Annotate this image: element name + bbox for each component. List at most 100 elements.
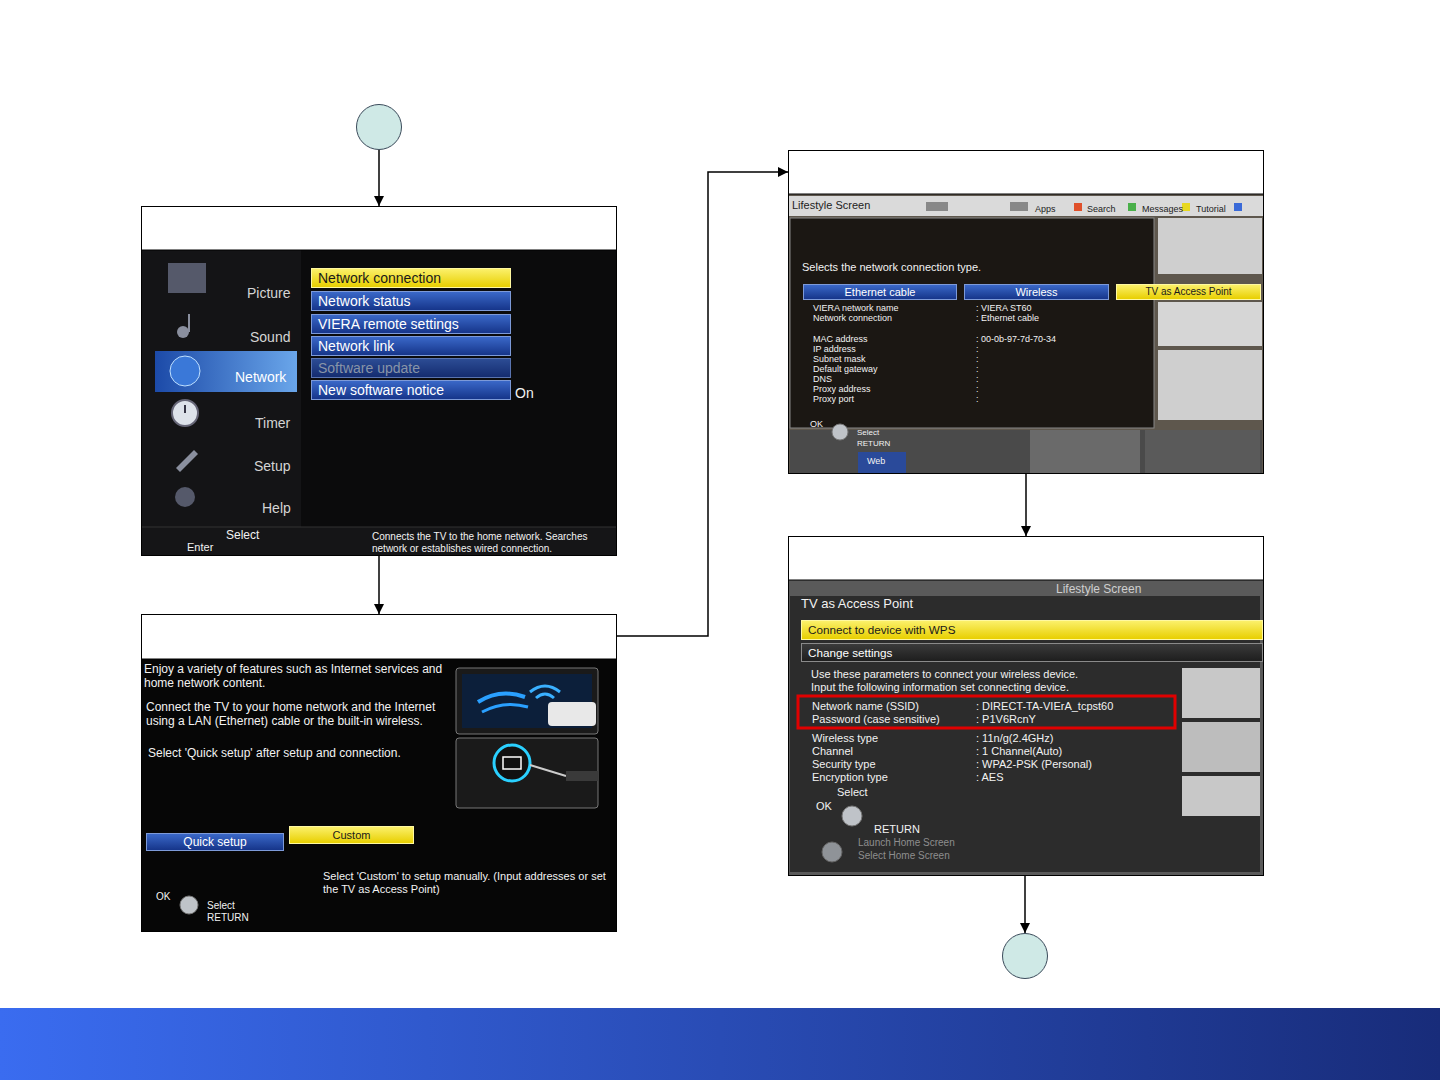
screen-text: Wireless type	[812, 732, 878, 745]
art-shape	[1030, 430, 1140, 474]
art-shape	[456, 668, 598, 734]
screen-text: Select 'Quick setup' after setup and con…	[148, 747, 401, 761]
screen-text: Apps	[1035, 204, 1056, 214]
art-shape	[1234, 203, 1242, 211]
art-shape	[1145, 430, 1260, 474]
screen-text: Messages	[1142, 204, 1183, 214]
screen-text: TV as Access Point	[801, 597, 913, 612]
screen-text: RETURN	[874, 823, 920, 836]
art-shape	[456, 738, 598, 808]
screen-text: Selects the network connection type.	[802, 261, 981, 274]
screen-text: : AES	[976, 771, 1004, 784]
screenshot-box: Lifestyle ScreenAppsSearchMessagesTutori…	[788, 150, 1264, 474]
art-shape	[926, 202, 948, 211]
screen-text: MAC address	[813, 334, 868, 344]
screen-text: :	[976, 394, 979, 404]
menu-item: Network connection	[311, 268, 511, 288]
screen-text: Enjoy a variety of features such as Inte…	[144, 663, 449, 691]
art-shape	[1182, 668, 1260, 718]
screen-text: : DIRECT-TA-VIErA_tcpst60	[976, 700, 1113, 713]
screen-text: OK	[810, 419, 823, 429]
footer-band	[0, 1008, 1440, 1080]
screen-text: On	[515, 385, 534, 401]
flow-arrow	[378, 556, 380, 614]
art-shape	[530, 686, 560, 692]
screen-text: RETURN	[207, 912, 249, 924]
screen-text: Picture	[247, 285, 291, 301]
art-shape	[141, 659, 617, 932]
screen-text: OK	[816, 800, 832, 813]
screen-text: Select	[226, 529, 259, 543]
screen-text: Connect the TV to your home network and …	[146, 701, 451, 729]
art-shape	[141, 659, 617, 660]
art-shape	[141, 250, 617, 556]
screen-text: Encryption type	[812, 771, 888, 784]
screen-text: :	[976, 364, 979, 374]
art-shape	[790, 218, 1154, 428]
screen-text: Default gateway	[813, 364, 878, 374]
screen-text: Timer	[255, 415, 290, 431]
screen-text: IP address	[813, 344, 856, 354]
screen-text: Network connection	[813, 313, 892, 323]
art-shape	[1074, 203, 1082, 211]
screenshot-box: Lifestyle Screen TV as Access PointConnec…	[788, 536, 1264, 876]
screen-text: VIERA network name	[813, 303, 899, 313]
screen-text: Help	[262, 500, 291, 516]
screen-text: : P1V6RcnY	[976, 713, 1036, 726]
menu-item: Network link	[311, 336, 511, 356]
art-shape	[788, 580, 1264, 581]
art-shape	[858, 452, 906, 474]
setup-screenshot	[141, 614, 617, 932]
screen-text: Lifestyle Screen	[1056, 583, 1141, 597]
access-point-screenshot	[788, 536, 1264, 876]
screen-text: Sound	[250, 329, 290, 345]
art-shape	[170, 356, 200, 386]
screen-text: Select	[207, 900, 235, 912]
menu-item: TV as Access Point	[1116, 284, 1261, 300]
art-shape	[832, 424, 848, 440]
screen-text: Lifestyle Screen	[792, 199, 870, 212]
art-shape	[548, 702, 596, 726]
flow-arrow	[378, 150, 380, 206]
menu-item: Connect to device with WPS	[801, 620, 1263, 640]
art-shape	[168, 263, 206, 293]
art-shape	[788, 194, 1264, 195]
art-shape	[788, 196, 1264, 216]
screen-text: Channel	[812, 745, 853, 758]
art-shape	[177, 326, 189, 338]
screen-text: : 1 Channel(Auto)	[976, 745, 1062, 758]
art-shape	[566, 771, 598, 781]
menu-item: Quick setup	[146, 833, 284, 851]
art-shape	[1158, 218, 1262, 274]
menu-item: Wireless	[964, 284, 1109, 300]
flow-arrow	[617, 172, 788, 636]
flow-arrow	[1024, 876, 1026, 933]
end-circle	[1002, 933, 1048, 979]
screen-text: : WPA2-PSK (Personal)	[976, 758, 1092, 771]
menu-item: Custom	[289, 826, 414, 844]
menu-item: Ethernet cable	[803, 284, 957, 300]
art-shape	[141, 527, 617, 528]
screen-text: Subnet mask	[813, 354, 866, 364]
screen-text: Password (case sensitive)	[812, 713, 940, 726]
art-shape	[478, 693, 525, 702]
start-circle	[356, 104, 402, 150]
screen-text: DNS	[813, 374, 832, 384]
art-shape	[788, 150, 1264, 194]
art-shape	[503, 757, 521, 769]
screen-text: Web	[867, 456, 885, 466]
screenshot-box: PictureSoundNetworkTimerSetupHelpNetwork…	[141, 206, 617, 556]
screen-text: Connects the TV to the home network. Sea…	[372, 531, 612, 554]
art-shape	[176, 450, 198, 472]
art-shape	[788, 536, 1264, 580]
art-shape	[798, 696, 1175, 728]
art-shape	[141, 614, 617, 659]
flow-arrow	[1025, 474, 1027, 536]
screen-text: Tutorial	[1196, 204, 1226, 214]
screen-text: Select	[837, 786, 868, 799]
art-shape	[141, 250, 617, 251]
art-shape	[1182, 776, 1260, 816]
screen-text: Select	[857, 428, 879, 437]
screen-text: Launch Home Screen	[858, 837, 955, 849]
